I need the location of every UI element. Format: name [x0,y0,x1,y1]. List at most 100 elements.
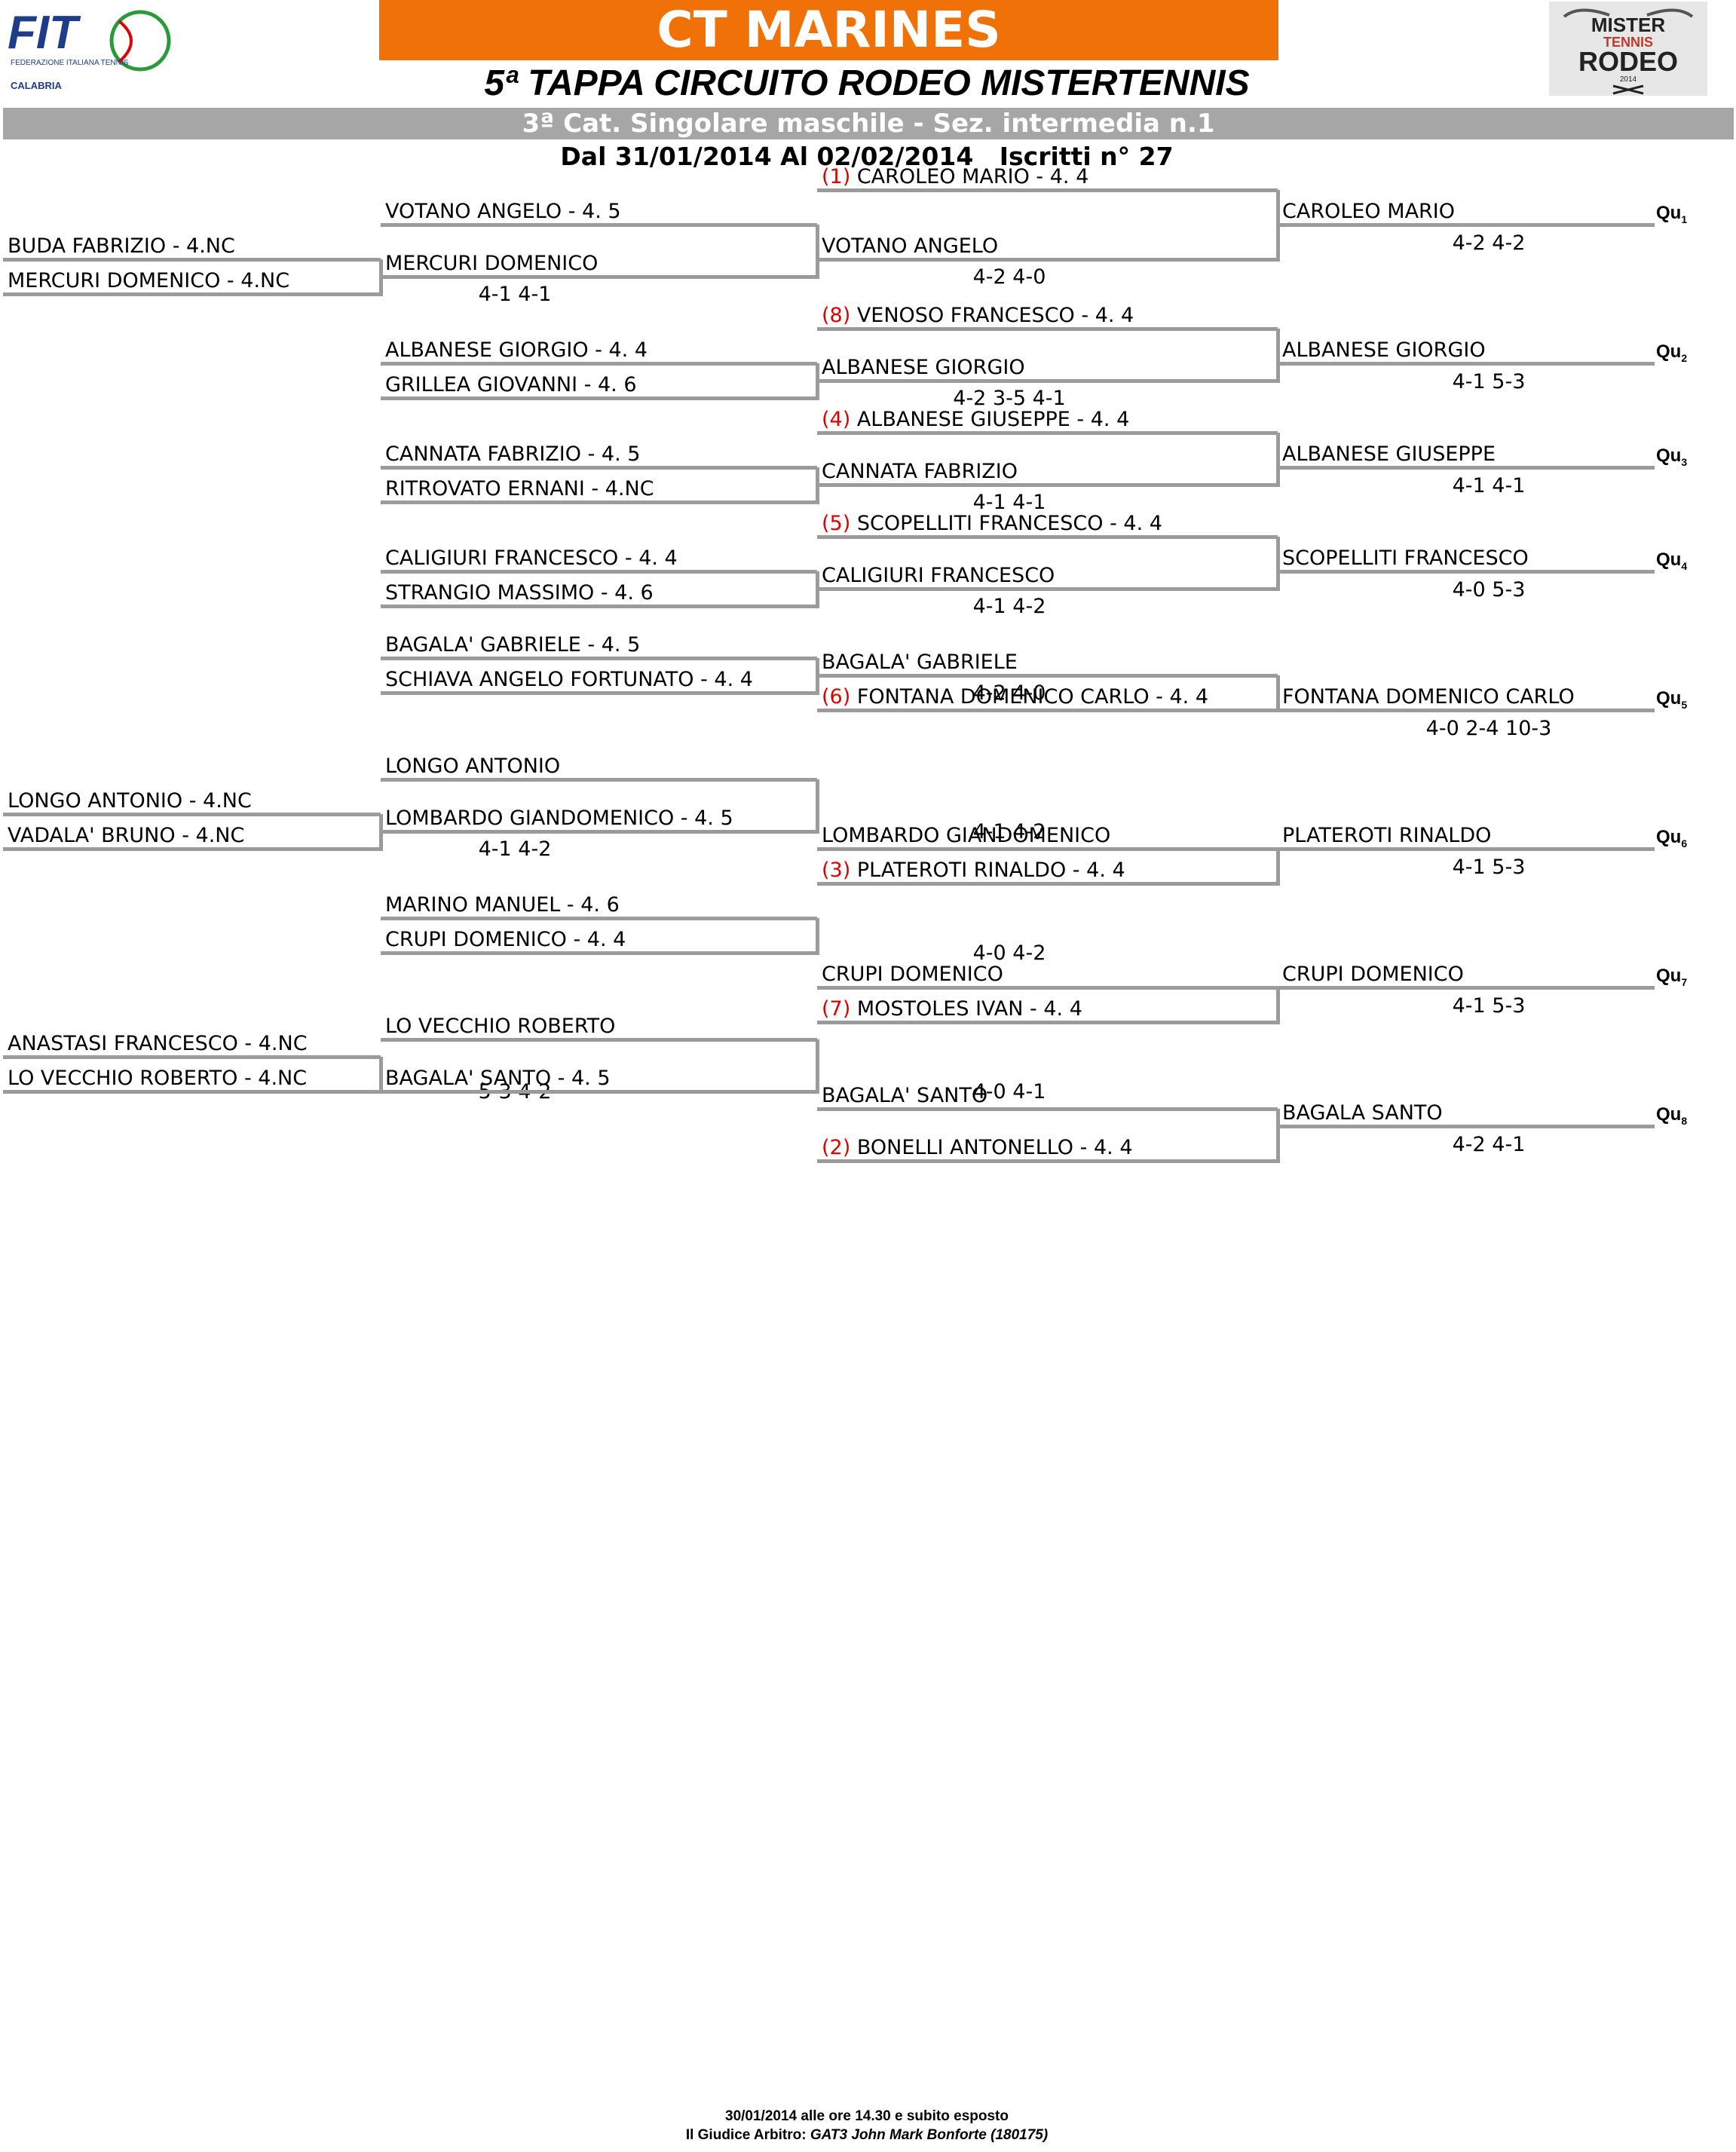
bracket-line [1278,709,1655,712]
qualifier-number: 3 [1681,455,1688,468]
player-name-r1: VADALA' BRUNO - 4.NC [8,824,245,847]
qualifier-score: 4-2 4-2 [1452,231,1526,255]
qualifier-name: CAROLEO MARIO [1282,200,1456,223]
match-score: 4-1 4-2 [972,820,1046,843]
qualifier-score: 4-1 4-1 [1452,474,1526,497]
bracket-line [1278,570,1655,574]
bracket-line [1276,1109,1280,1163]
qualifier-name: CRUPI DOMENICO [1282,963,1464,986]
rodeo-year: 2014 [1620,75,1637,84]
bracket-line [381,830,817,834]
bracket-line [381,951,817,955]
bracket-line [1278,466,1655,470]
player-name: BAGALA' SANTO [822,1084,988,1107]
bracket-line [381,657,817,660]
player-name: SCOPELLITI FRANCESCO - 4. 4 [850,512,1162,535]
publish-note: 30/01/2014 alle ore 14.30 e subito espos… [725,2108,1009,2124]
bracket-line [817,1159,1278,1163]
bracket-line [817,327,1278,331]
bracket-line [3,847,381,851]
player-name-r2: LO VECCHIO ROBERTO [385,1015,616,1038]
qualifier-name: ALBANESE GIORGIO [1282,338,1486,362]
bracket-line [3,1055,381,1059]
qualifier-number: 7 [1681,975,1688,988]
bracket-line [1276,675,1280,712]
match-score: 4-2 4-0 [972,681,1046,705]
player-name-r2: BAGALA' SANTO - 4. 5 [385,1067,611,1090]
player-name-r3: VOTANO ANGELO [822,235,998,258]
player-name-r1: LO VECCHIO ROBERTO - 4.NC [8,1067,308,1090]
bracket-line [3,258,381,262]
bracket-line [817,379,1278,383]
qualifier-number: 6 [1681,837,1688,849]
player-name-r3: (4) ALBANESE GIUSEPPE - 4. 4 [822,409,1129,431]
player-name-r3: (7) MOSTOLES IVAN - 4. 4 [822,998,1082,1021]
player-name-r2: STRANGIO MASSIMO - 4. 6 [385,581,654,605]
qualifier-score: 4-1 5-3 [1452,994,1526,1018]
player-name-r3: CALIGIURI FRANCESCO [822,565,1055,587]
player-name: ALBANESE GIUSEPPE - 4. 4 [850,408,1130,431]
player-name-r1: ANASTASI FRANCESCO - 4.NC [8,1032,308,1055]
bracket-line [817,431,1278,435]
bracket-line [381,778,817,782]
bracket-line [817,188,1278,192]
player-name: MOSTOLES IVAN - 4. 4 [850,997,1082,1021]
bracket-line [3,292,381,296]
qualifier-name: BAGALA SANTO [1282,1101,1443,1125]
player-name: FONTANA DOMENICO CARLO - 4. 4 [850,685,1209,709]
bracket-line [816,779,819,834]
referee-label: Il Giudice Arbitro: [685,2127,810,2143]
player-name-r3: (5) SCOPELLITI FRANCESCO - 4. 4 [822,513,1162,535]
qualifier-score: 4-2 4-1 [1452,1133,1526,1156]
match-score: 4-0 4-1 [972,1080,1046,1104]
match-score: 4-1 4-1 [972,491,1046,514]
club-title: CT MARINES [379,0,1278,60]
qualifier-name: SCOPELLITI FRANCESCO [1282,546,1529,570]
bracket-line [817,847,1278,851]
player-name: LOMBARDO GIANDOMENICO [822,824,1111,847]
bracket-line [381,466,817,470]
bracket-line [1276,329,1280,383]
player-name-r1: LONGO ANTONIO - 4.NC [8,789,252,813]
player-name-r2: CALIGIURI FRANCESCO - 4. 4 [385,546,678,570]
bracket-line [817,674,1278,678]
rodeo-line1: MISTER [1591,14,1665,36]
bracket-line [817,258,1278,262]
qualifier-label-text: Qu [1656,1104,1682,1125]
fit-region: CALABRIA [11,80,62,91]
bracket-line [381,275,817,279]
bracket-line [817,1107,1278,1111]
player-name-r3: (3) PLATEROTI RINALDO - 4. 4 [822,859,1125,882]
bracket-line [1278,1125,1655,1128]
seed-number: (4) [822,408,851,431]
fit-tennis-ball-icon: FIT FEDERAZIONE ITALIANA TENNIS CALABRIA [8,7,171,91]
qualifier-score: 4-1 5-3 [1452,370,1526,393]
player-name-r2: BAGALA' GABRIELE - 4. 5 [385,633,641,657]
qualifier-number: 2 [1681,351,1688,364]
bracket-line [1276,537,1280,591]
player-name-r2: MARINO MANUEL - 4. 6 [385,893,620,917]
bracket-line [381,1090,817,1094]
player-name-r3: (2) BONELLI ANTONELLO - 4. 4 [822,1137,1133,1159]
category-title: 3ª Cat. Singolare maschile - Sez. interm… [3,108,1734,139]
fit-logo-sub: FEDERAZIONE ITALIANA TENNIS [11,59,129,67]
bracket-line [381,605,817,608]
seed-number: (2) [822,1136,851,1159]
player-name: PLATEROTI RINALDO - 4. 4 [850,859,1125,882]
fit-logo-text: FIT [8,7,81,59]
dates-entries: Dal 31/01/2014 Al 02/02/2014 Iscritti n°… [560,142,1174,171]
qualifier-label-text: Qu [1656,341,1682,362]
rodeo-line2: TENNIS [1603,35,1653,50]
player-name-r2: LONGO ANTONIO [385,755,561,778]
bracket-line [379,1057,383,1094]
player-name-r2: CANNATA FABRIZIO - 4. 5 [385,442,641,466]
qualifier-label: Qu1 [1656,202,1687,231]
bracket-line [1276,849,1280,886]
qualifier-label-text: Qu [1656,203,1682,223]
player-name: ALBANESE GIORGIO [822,356,1025,379]
seed-number: (6) [822,685,851,709]
bracket-line [3,1090,381,1094]
player-name: VOTANO ANGELO [822,234,999,258]
player-name-r3: ALBANESE GIORGIO [822,357,1025,379]
qualifier-number: 5 [1681,698,1688,711]
